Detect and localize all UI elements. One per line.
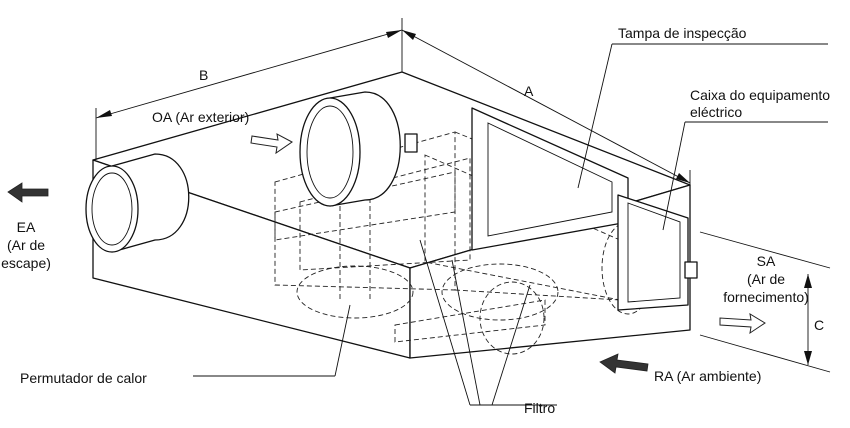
electrical-box-label-line2: eléctrico <box>690 104 742 120</box>
electrical-box-label-line1: Caixa do equipamento <box>690 87 830 103</box>
ea-duct-collar <box>85 153 190 253</box>
electrical-equipment-box <box>617 194 689 311</box>
sa-label-line1: SA <box>757 253 776 269</box>
oa-arrow <box>250 133 293 155</box>
ea-arrow <box>7 182 49 203</box>
leader-lines <box>193 43 828 406</box>
ea-label-line3: escape) <box>1 255 51 271</box>
dimension-a-label: A <box>524 83 534 99</box>
dimension-c-label: C <box>814 317 824 333</box>
ra-arrow <box>599 353 649 374</box>
oa-label: OA (Ar exterior) <box>152 109 249 125</box>
heat-exchanger-label: Permutador de calor <box>20 370 147 386</box>
ea-label-line1: EA <box>17 219 36 235</box>
inspection-cover-label: Tampa de inspecção <box>618 25 747 41</box>
hanger-brackets <box>404 133 698 279</box>
sa-label-line3: fornecimento) <box>723 289 809 305</box>
sa-arrow <box>719 313 766 335</box>
ea-label-line2: (Ar de <box>7 237 45 253</box>
labels: B A C Tampa de inspecção Caixa do equipa… <box>1 25 830 416</box>
oa-duct-collar <box>299 91 401 207</box>
ra-label: RA (Ar ambiente) <box>654 368 761 384</box>
airflow-arrows <box>7 133 766 374</box>
dimension-b-label: B <box>199 67 208 83</box>
dimension-lines <box>95 18 831 373</box>
filter-label: Filtro <box>524 400 555 416</box>
sa-label-line2: (Ar de <box>747 271 785 287</box>
